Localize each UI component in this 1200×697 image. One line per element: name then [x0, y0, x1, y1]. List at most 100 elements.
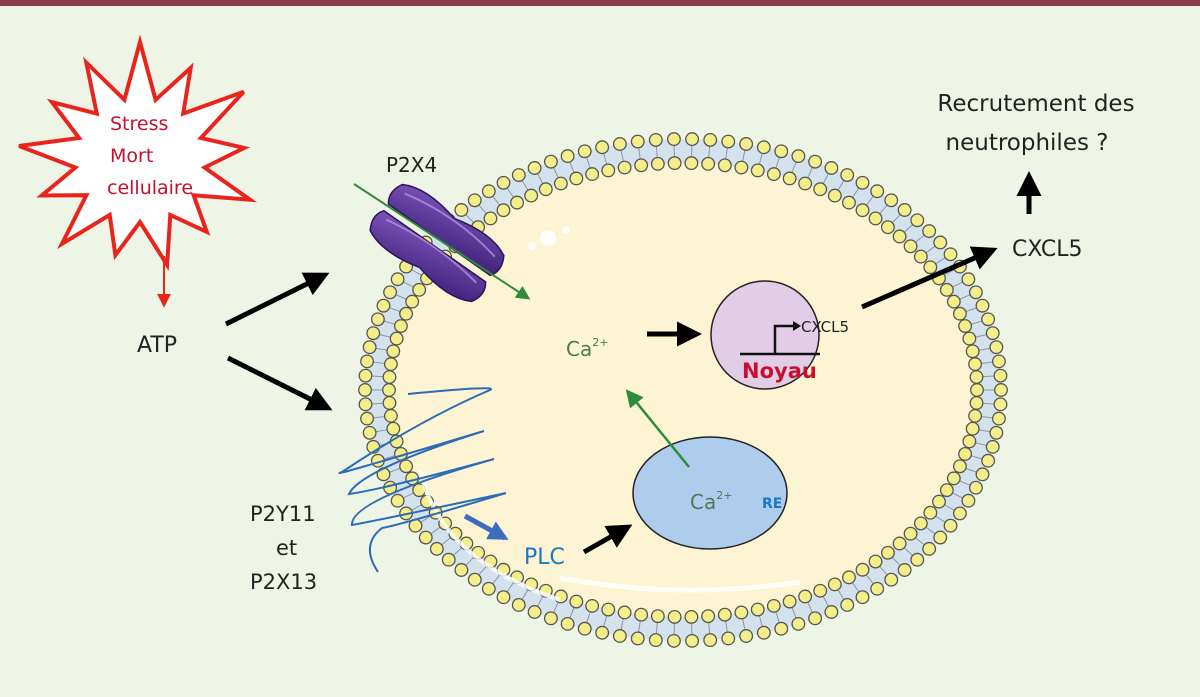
lipid-head — [685, 132, 700, 147]
lipid-head — [922, 541, 937, 556]
header-bar — [0, 0, 1200, 6]
lipid-head — [667, 609, 682, 624]
secreted-cxcl5-label: CXCL5 — [1012, 237, 1082, 262]
lipid-head — [827, 188, 842, 203]
p2y11-receptor-icon — [338, 387, 507, 573]
lipid-head — [527, 161, 542, 175]
lipid-head — [993, 397, 1008, 412]
lipid-head — [701, 156, 716, 171]
lipid-head — [429, 541, 444, 556]
lipid-head — [827, 577, 842, 592]
lipid-head — [630, 631, 645, 646]
lipid-head — [684, 156, 699, 171]
plc-label: PLC — [524, 545, 565, 570]
lipid-head — [717, 158, 732, 173]
cellular-label: cellulaire — [107, 177, 193, 199]
lipid-head — [958, 319, 973, 333]
lipid-head — [617, 605, 632, 620]
endoplasmic-reticulum — [632, 436, 788, 550]
lipid-head — [399, 306, 414, 321]
lipid-head — [756, 625, 771, 640]
lipid-head — [496, 203, 511, 218]
lipid-head — [496, 590, 511, 605]
lipid-head — [577, 621, 592, 636]
lipid-head — [766, 598, 781, 613]
nucleus-to-cxcl5-arrow — [861, 246, 998, 310]
lipid-head — [666, 633, 681, 648]
outcome-line-1: Recrutement des — [937, 91, 1134, 117]
lipid-head — [511, 168, 526, 183]
lipid-head — [569, 594, 584, 609]
lipid-head — [383, 285, 398, 300]
lipid-head — [543, 154, 558, 169]
lipid-head — [923, 505, 938, 520]
lipid-head — [666, 132, 681, 147]
inner-lipid-heads — [382, 156, 984, 624]
lipid-head — [989, 425, 1004, 440]
lipid-head — [750, 163, 765, 178]
promoter-arrow-icon — [773, 324, 793, 354]
lipid-head — [884, 193, 899, 208]
lipid-head — [903, 239, 918, 254]
lipid-head — [910, 213, 925, 228]
lipid-head — [993, 368, 1008, 383]
lipid-head — [560, 149, 575, 164]
lipid-head — [774, 621, 789, 636]
lipid-head — [370, 312, 385, 327]
lipid-head — [376, 298, 391, 313]
lipid-head — [569, 171, 584, 186]
atp-label: ATP — [137, 333, 177, 358]
lipid-head — [750, 602, 765, 617]
lipid-head — [968, 285, 983, 300]
lipid-head — [703, 633, 718, 648]
nucleus-label: Noyau — [742, 359, 817, 383]
lipid-head — [965, 344, 980, 359]
lipid-head — [390, 272, 405, 287]
lipid-head — [382, 396, 397, 410]
lipid-head — [981, 312, 996, 327]
lipid-head — [585, 598, 600, 613]
lipid-head — [560, 616, 575, 631]
lipid-head — [496, 175, 511, 190]
lipid-head — [360, 411, 375, 426]
lipid-head — [585, 167, 600, 182]
lipid-head — [791, 616, 806, 631]
lipid-head — [577, 144, 592, 159]
lipid-head — [601, 163, 616, 178]
lipid-head — [412, 282, 427, 297]
receptor-to-plc-arrow — [463, 513, 509, 541]
lipid-head — [390, 493, 405, 508]
lipid-head — [630, 134, 645, 149]
lipid-head — [952, 306, 967, 321]
cell — [358, 132, 1008, 648]
lipid-head — [985, 439, 1000, 454]
lipid-head — [808, 611, 823, 626]
lipid-head — [389, 331, 404, 346]
lipid-head — [958, 447, 973, 461]
lipid-head — [386, 421, 401, 436]
lipid-head — [868, 554, 883, 569]
lipid-head — [798, 589, 813, 604]
lipid-head — [933, 235, 948, 250]
lipid-head — [454, 203, 469, 217]
nucleus — [710, 280, 820, 390]
lipid-head — [383, 408, 398, 423]
lipid-head — [813, 182, 828, 197]
lipid-head — [362, 425, 377, 440]
lipid-head — [648, 633, 663, 648]
lipid-head — [782, 594, 797, 609]
lipid-head — [382, 370, 397, 384]
lipid-head — [612, 137, 627, 151]
lipid-head — [994, 383, 1008, 397]
lipid-head — [362, 340, 377, 355]
cytosol-calcium-base: Ca — [566, 337, 592, 361]
lipid-head — [774, 144, 789, 159]
lipid-head — [553, 176, 568, 191]
lipid-head — [969, 370, 984, 384]
lipid-head — [782, 171, 797, 186]
lipid-head — [808, 154, 823, 169]
lipid-head — [393, 319, 408, 333]
lipid-head — [524, 188, 539, 203]
cytoplasm-highlight — [418, 469, 561, 602]
